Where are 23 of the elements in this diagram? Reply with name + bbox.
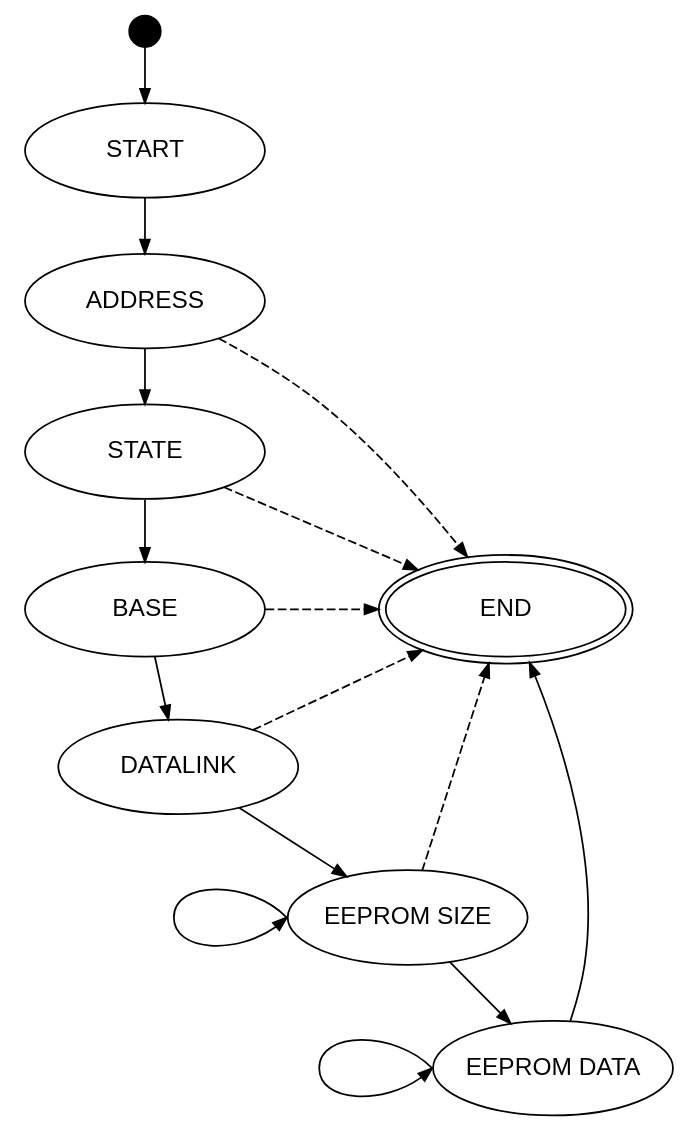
arrow: [172, 888, 289, 947]
node-ellipse: START: [23, 102, 266, 199]
arrow: [420, 660, 490, 872]
arrow: [251, 649, 425, 731]
node-ellipse: EEPROM DATA: [431, 1019, 674, 1117]
arrow: [264, 603, 381, 616]
arrow: [138, 46, 151, 106]
node-ellipse: ADDRESS: [23, 252, 266, 350]
arrow: [138, 197, 151, 257]
arrow: [138, 347, 151, 407]
arrow: [237, 806, 349, 878]
arrow: [222, 486, 420, 572]
node-ellipse: STATE: [23, 403, 266, 500]
node-circle: [127, 14, 162, 48]
arrow: [138, 498, 151, 565]
arrow: [448, 960, 512, 1026]
arrow: [153, 655, 171, 723]
arrow: [528, 660, 589, 1022]
arrow: [317, 1039, 434, 1098]
node-ellipse: DATALINK: [56, 718, 299, 816]
node-ellipse: BASE: [23, 561, 266, 658]
node-ellipse: EEPROM SIZE: [286, 869, 528, 966]
arrow: [217, 337, 469, 559]
